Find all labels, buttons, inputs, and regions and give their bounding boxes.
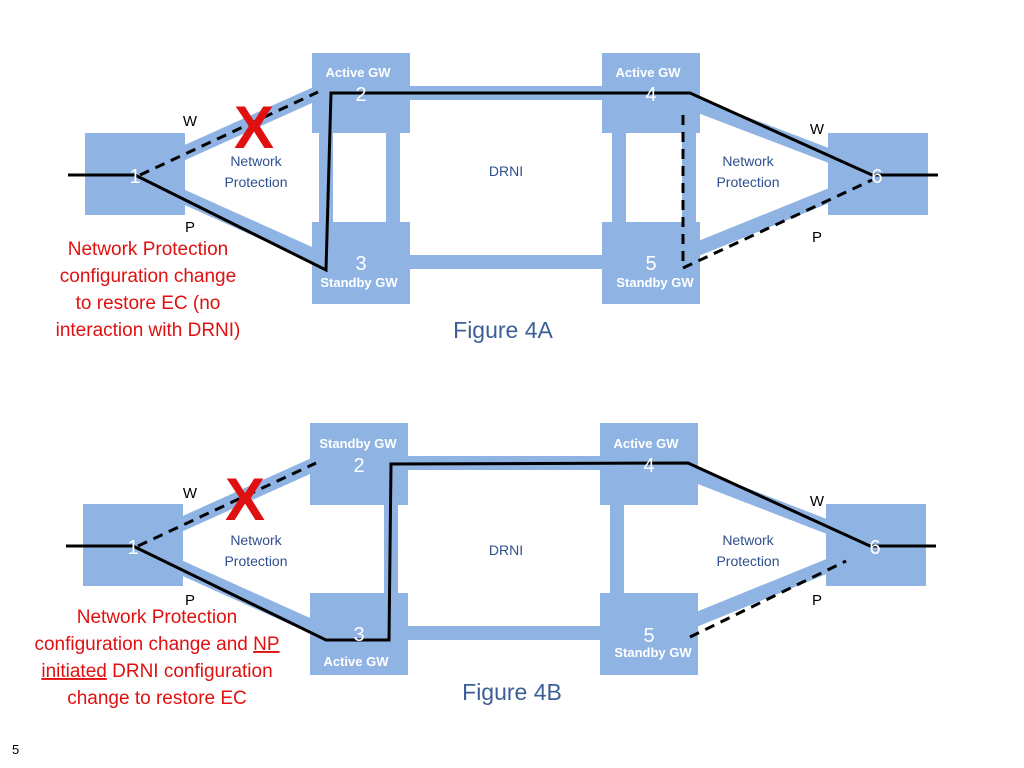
w-right-label: W: [810, 121, 825, 138]
node-1-number: 1: [129, 166, 140, 188]
page-number: 5: [12, 742, 19, 757]
paths-4b: [66, 461, 936, 642]
w-right-label: W: [810, 493, 825, 510]
left-network-protection-line2: Protection: [224, 174, 287, 190]
gw5-label: Standby GW: [616, 275, 694, 290]
svg-text:Network Protection: Network Protection: [77, 607, 238, 628]
gw4-label: Active GW: [613, 436, 679, 451]
svg-text:initiated DRNI configuration: initiated DRNI configuration: [41, 661, 272, 682]
gw2-label: Standby GW: [319, 436, 397, 451]
protection-path-dashed-right: [689, 559, 847, 639]
svg-text:to restore EC (no: to restore EC (no: [76, 293, 221, 314]
right-network-protection-line2: Protection: [716, 553, 779, 569]
node-4-number: 4: [645, 84, 656, 106]
svg-text:change to restore EC: change to restore EC: [67, 688, 247, 709]
failure-x-mark: X: [234, 94, 274, 161]
gw3-label: Standby GW: [320, 275, 398, 290]
svg-text:configuration change and NP: configuration change and NP: [34, 634, 279, 655]
svg-text:interaction with DRNI): interaction with DRNI): [56, 320, 241, 341]
node-6-number: 6: [869, 537, 880, 559]
svg-text:Network Protection: Network Protection: [68, 239, 229, 260]
drni-label: DRNI: [489, 542, 523, 558]
gw4-label: Active GW: [615, 65, 681, 80]
figure-4a: 1 2 3 4 5 6 Active GW Standby GW Active …: [56, 53, 938, 343]
node-1-number: 1: [127, 537, 138, 559]
p-right-label: P: [812, 592, 822, 609]
active-path: [68, 91, 938, 273]
node-2-number: 2: [355, 84, 366, 106]
left-network-protection-line2: Protection: [224, 553, 287, 569]
right-network-protection-line2: Protection: [716, 174, 779, 190]
gw2-label: Active GW: [325, 65, 391, 80]
node-2-number: 2: [353, 455, 364, 477]
svg-text:configuration change: configuration change: [60, 266, 236, 287]
node-3-number: 3: [355, 253, 366, 275]
gw3-label: Active GW: [323, 654, 389, 669]
w-left-label: W: [183, 113, 198, 130]
figure-4b-title: Figure 4B: [462, 679, 562, 705]
p-right-label: P: [812, 229, 822, 246]
node-3-number: 3: [353, 624, 364, 646]
w-left-label: W: [183, 485, 198, 502]
paths-4a: [68, 90, 938, 273]
drni-label: DRNI: [489, 163, 523, 179]
p-left-label: P: [185, 592, 195, 609]
figure-4b-note: Network Protection configuration change …: [34, 607, 279, 709]
node-3-active-gw: [310, 593, 408, 675]
node-4-number: 4: [643, 455, 654, 477]
protection-path-dashed-right: [681, 115, 873, 271]
figure-4b: 1 2 3 4 5 6 Standby GW Active GW Active …: [34, 423, 936, 709]
failure-x-mark: X: [225, 466, 265, 533]
figure-4a-title: Figure 4A: [453, 317, 553, 343]
node-5-standby-gw: [600, 593, 698, 675]
p-left-label: P: [185, 219, 195, 236]
node-6-number: 6: [871, 166, 882, 188]
left-network-protection-line1: Network: [230, 532, 282, 548]
active-path: [66, 461, 936, 642]
figure-4a-note: Network Protection configuration change …: [56, 239, 241, 341]
node-5-number: 5: [643, 625, 654, 647]
left-network-protection-line1: Network: [230, 153, 282, 169]
right-network-protection-line1: Network: [722, 532, 774, 548]
node-5-number: 5: [645, 253, 656, 275]
right-network-protection-line1: Network: [722, 153, 774, 169]
gw5-label: Standby GW: [614, 645, 692, 660]
